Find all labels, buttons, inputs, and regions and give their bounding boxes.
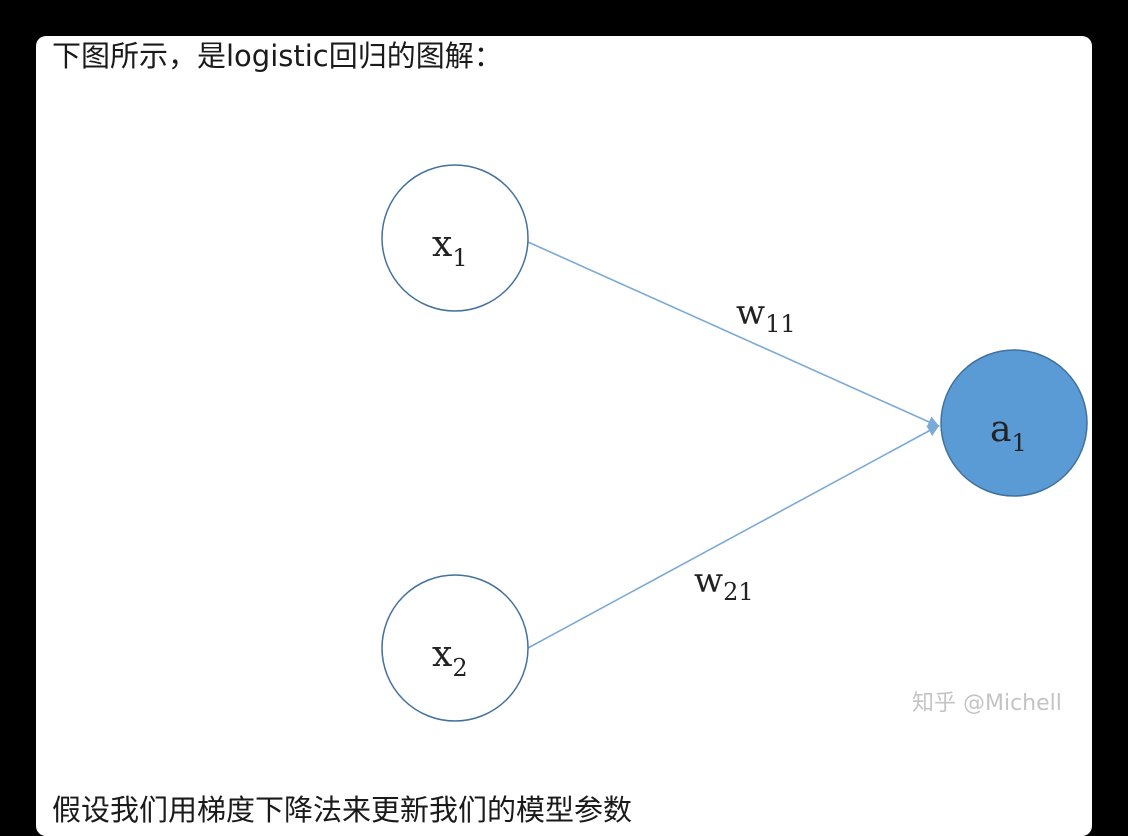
output-node-a1	[940, 349, 1088, 497]
content-card: 下图所示，是logistic回归的图解： x1 x2 a1 w11 w21 知乎…	[36, 36, 1092, 836]
edge-x2-a1	[527, 425, 940, 649]
edge-label-w11: w11	[736, 293, 796, 338]
node-label-x1: x1	[432, 224, 468, 272]
next-paragraph: 假设我们用梯度下降法来更新我们的模型参数	[52, 793, 633, 827]
logistic-regression-diagram: x1 x2 a1 w11 w21 知乎 @Michell	[381, 164, 1088, 722]
edge-x1-a1	[527, 241, 940, 428]
watermark: 知乎 @Michell	[912, 691, 1062, 716]
node-label-x2: x2	[432, 634, 468, 682]
input-node-x1	[381, 164, 529, 312]
intro-text: 下图所示，是logistic回归的图解：	[52, 39, 503, 73]
node-label-a1: a1	[990, 409, 1027, 457]
input-node-x2	[381, 574, 529, 722]
edge-label-w21: w21	[694, 561, 754, 606]
